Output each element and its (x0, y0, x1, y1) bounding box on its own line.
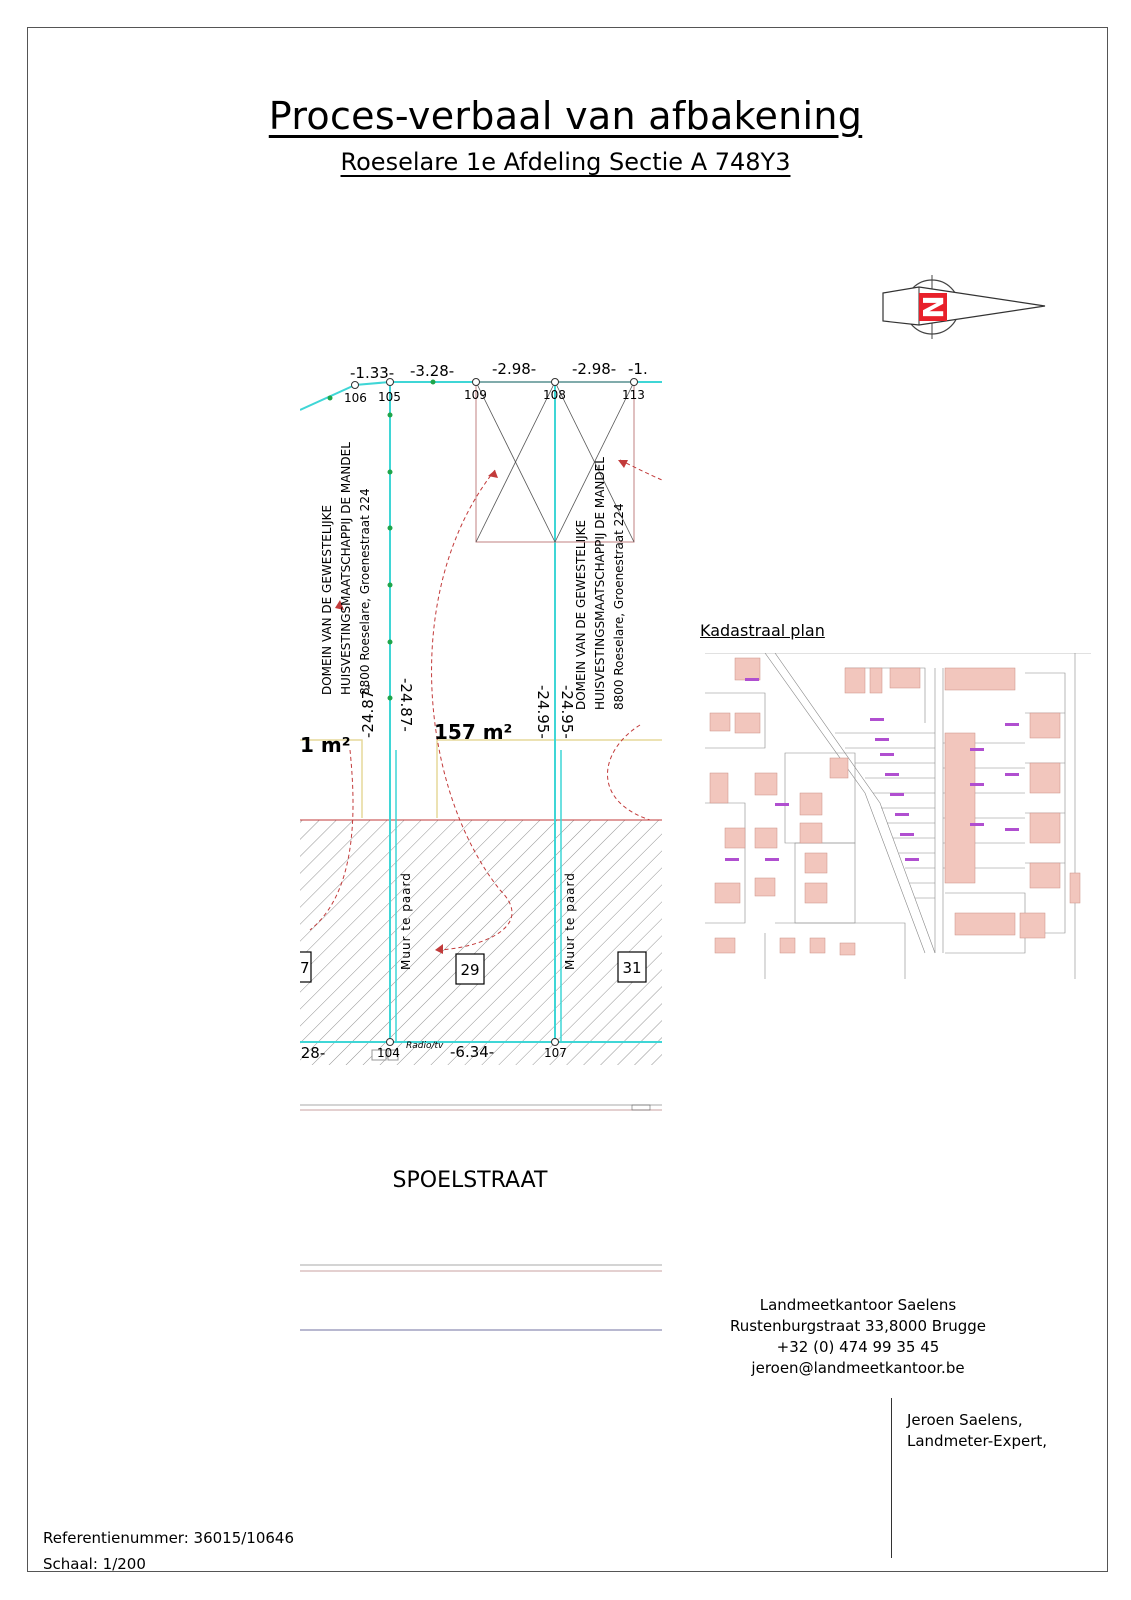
house-number: 7 (300, 959, 310, 977)
scale: Schaal: 1/200 (43, 1555, 146, 1573)
point-id: 106 (344, 391, 367, 405)
house-number: 29 (460, 961, 479, 979)
office-name: Landmeetkantoor Saelens (759, 1296, 957, 1314)
svg-text:DOMEIN VAN DE GEWESTELIJKE: DOMEIN VAN DE GEWESTELIJKE (574, 520, 588, 710)
owner-block-right: DOMEIN VAN DE GEWESTELIJKE HUISVESTINGSM… (574, 457, 626, 710)
owner-block-left: DOMEIN VAN DE GEWESTELIJKE HUISVESTINGSM… (320, 442, 372, 695)
surveyor-name: Jeroen Saelens, (907, 1411, 1023, 1429)
cadastral-map (705, 653, 1091, 979)
measure-side: -24.87- (359, 684, 377, 738)
cadastral-plan-label: Kadastraal plan (700, 621, 825, 640)
point-id: 113 (622, 388, 645, 402)
reference-number: Referentienummer: 36015/10646 (43, 1529, 295, 1547)
signature-divider (891, 1398, 892, 1558)
office-email: jeroen@landmeetkantoor.be (751, 1359, 965, 1377)
signature-block: Jeroen Saelens, Landmeter-Expert, (907, 1410, 1047, 1452)
svg-text:HUISVESTINGSMAATSCHAPPIJ DE MA: HUISVESTINGSMAATSCHAPPIJ DE MANDEL (339, 442, 353, 695)
area-main: 157 m² (434, 720, 512, 744)
measure-top: -1. (628, 360, 648, 378)
wall-label-right: Muur te paard (563, 872, 577, 970)
page-title: Proces-verbaal van afbakening (268, 94, 863, 138)
measure-bottom: .28- (300, 1044, 325, 1062)
radio-label: Radio/tv (406, 1041, 444, 1051)
office-address: Rustenburgstraat 33,8000 Brugge (729, 1317, 987, 1335)
svg-text:HUISVESTINGSMAATSCHAPPIJ DE MA: HUISVESTINGSMAATSCHAPPIJ DE MANDEL (593, 457, 607, 710)
surveyor-title: Landmeter-Expert, (907, 1432, 1048, 1450)
measure-side: -24.87- (397, 678, 415, 732)
house-number: 31 (622, 959, 641, 977)
page-subtitle: Roeselare 1e Afdeling Sectie A 748Y3 (340, 148, 791, 176)
point-id: 104 (377, 1046, 400, 1060)
north-arrow-icon: N (882, 275, 1046, 339)
compass-letter: N (917, 295, 950, 318)
street-name: SPOELSTRAAT (393, 1168, 549, 1193)
hatched-building-zone (300, 820, 662, 1065)
svg-text:DOMEIN VAN DE GEWESTELIJKE: DOMEIN VAN DE GEWESTELIJKE (320, 505, 334, 695)
office-info: Landmeetkantoor Saelens Rustenburgstraat… (723, 1295, 993, 1379)
point-id: 109 (464, 388, 487, 402)
measure-side: -24.95- (558, 685, 576, 739)
measure-side: -24.95- (534, 685, 552, 739)
office-phone: +32 (0) 474 99 35 45 (776, 1338, 940, 1356)
measure-top: -3.28- (410, 362, 454, 380)
wall-label-left: Muur te paard (399, 872, 413, 970)
svg-text:8800 Roeselare, Groenestraat 2: 8800 Roeselare, Groenestraat 224 (612, 503, 626, 710)
area-left: 1 m² (300, 733, 350, 757)
point-id: 107 (544, 1046, 567, 1060)
point-id: 108 (543, 388, 566, 402)
measure-top: -2.98- (492, 360, 536, 378)
survey-plan: Radio/tv -1.33- -3.28- -2.98- -2.98- -1.… (300, 360, 662, 1331)
reference-block: Referentienummer: 36015/10646 Schaal: 1/… (43, 1525, 294, 1577)
measure-top: -2.98- (572, 360, 616, 378)
point-id: 105 (378, 390, 401, 404)
measure-bottom: -6.34- (450, 1043, 494, 1061)
svg-text:8800 Roeselare, Groenestraat 2: 8800 Roeselare, Groenestraat 224 (358, 488, 372, 695)
page-frame (27, 27, 1108, 1572)
measure-top: -1.33- (350, 364, 394, 382)
